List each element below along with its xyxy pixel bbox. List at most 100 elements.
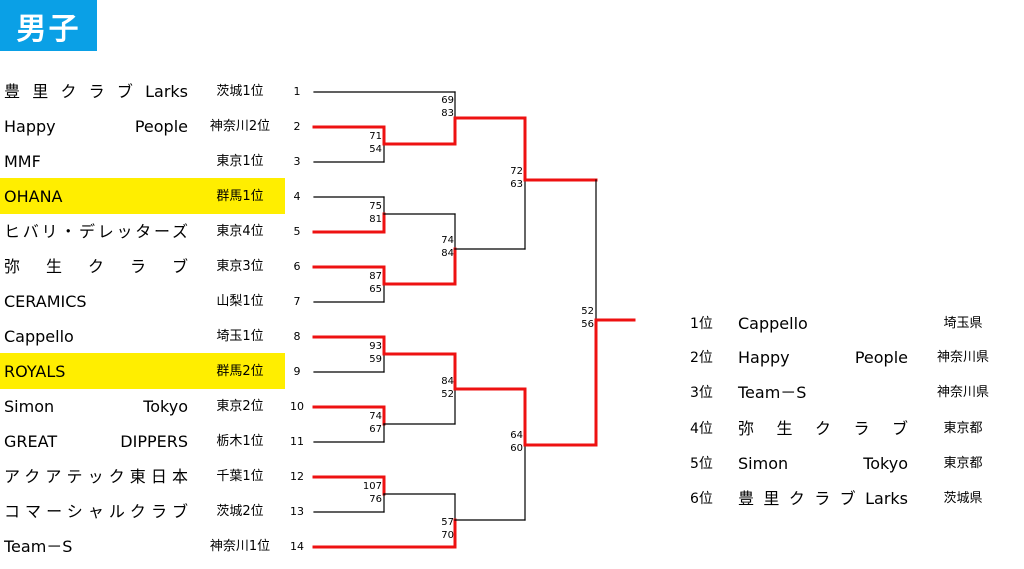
team-prefecture-rank: 東京4位 <box>216 224 264 239</box>
ranking-team-name: Team－S <box>738 383 807 402</box>
match-score-bottom: 65 <box>369 284 382 295</box>
team-prefecture-rank: 東京1位 <box>216 154 264 169</box>
team-seed-number: 11 <box>290 435 304 448</box>
team-prefecture-rank: 埼玉1位 <box>216 329 264 344</box>
match-score-top: 107 <box>362 481 382 492</box>
team-seed-number: 3 <box>293 155 301 168</box>
team-prefecture-rank: 東京3位 <box>216 259 264 274</box>
match-score-top: 64 <box>510 430 523 441</box>
team-seed-number: 13 <box>290 505 304 518</box>
match-score-top: 71 <box>369 131 382 142</box>
team-prefecture-rank: 栃木1位 <box>216 434 264 449</box>
page-title: 男子 <box>0 0 97 51</box>
highlight-band <box>0 178 285 214</box>
team-name: Cappello <box>4 327 74 346</box>
match-score-bottom: 56 <box>581 319 594 330</box>
match-score-top: 57 <box>441 517 454 528</box>
highlight-band <box>0 353 285 389</box>
match-score-top: 84 <box>441 376 454 387</box>
ranking-prefecture: 東京都 <box>943 421 983 436</box>
match-score-bottom: 81 <box>369 214 382 225</box>
match-score-bottom: 70 <box>441 530 454 541</box>
team-prefecture-rank: 山梨1位 <box>216 294 264 309</box>
match-score-top: 75 <box>369 201 382 212</box>
team-name: コマーシャルクラブ <box>4 502 188 521</box>
ranking-team-name: 弥生クラブ <box>738 419 908 438</box>
match-score-bottom: 59 <box>369 354 382 365</box>
ranking-prefecture: 埼玉県 <box>943 316 983 331</box>
match-score-bottom: 54 <box>369 144 382 155</box>
match-score-top: 87 <box>369 271 382 282</box>
team-seed-number: 5 <box>293 225 301 238</box>
team-prefecture-rank: 東京2位 <box>216 399 264 414</box>
team-name: Happy People <box>4 117 188 136</box>
match-score-top: 72 <box>510 166 523 177</box>
team-seed-number: 1 <box>293 85 301 98</box>
team-prefecture-rank: 神奈川2位 <box>209 119 271 134</box>
team-name: CERAMICS <box>4 292 87 311</box>
ranking-position: 6位 <box>690 491 713 507</box>
match-score-bottom: 60 <box>510 443 523 454</box>
team-name: 豊里クラブLarks <box>4 82 188 101</box>
ranking-prefecture: 茨城県 <box>943 491 983 506</box>
team-seed-number: 14 <box>290 540 304 553</box>
team-row: Simon Tokyo 東京2位 10 <box>0 392 314 420</box>
ranking-prefecture: 神奈川県 <box>936 350 989 365</box>
ranking-position: 3位 <box>690 385 713 401</box>
ranking-position: 5位 <box>690 456 713 472</box>
ranking-team-name: Simon Tokyo <box>738 454 908 473</box>
match-score-top: 93 <box>369 341 382 352</box>
team-row: MMF 東京1位 3 <box>0 147 314 175</box>
team-seed-number: 4 <box>293 190 301 203</box>
team-name: GREAT DIPPERS <box>4 432 188 451</box>
team-prefecture-rank: 茨城2位 <box>216 504 264 519</box>
match-score-bottom: 84 <box>441 248 454 259</box>
team-name: アクアテック東日本 <box>4 467 188 486</box>
match-score-top: 74 <box>441 235 454 246</box>
team-row: アクアテック東日本 千葉1位 12 <box>0 462 314 490</box>
ranking-row: 4位 弥生クラブ 東京都 <box>690 416 1010 442</box>
team-name: Simon Tokyo <box>4 397 188 416</box>
ranking-team-name: Cappello <box>738 314 808 333</box>
team-seed-number: 10 <box>290 400 304 413</box>
team-seed-number: 2 <box>293 120 301 133</box>
ranking-row: 1位 Cappello 埼玉県 <box>690 311 1010 337</box>
team-row: ヒバリ・デレッターズ 東京4位 5 <box>0 217 314 245</box>
match-score-top: 69 <box>441 95 454 106</box>
team-name: ヒバリ・デレッターズ <box>4 222 188 241</box>
ranking-position: 1位 <box>690 316 713 332</box>
ranking-team-name: Happy People <box>738 348 908 367</box>
team-seed-number: 9 <box>293 365 301 378</box>
team-seed-number: 12 <box>290 470 304 483</box>
match-score-bottom: 83 <box>441 108 454 119</box>
team-name: ROYALS <box>4 362 66 381</box>
match-score-bottom: 76 <box>369 494 382 505</box>
team-name: OHANA <box>4 187 63 206</box>
ranking-position: 2位 <box>690 350 713 366</box>
team-row: コマーシャルクラブ 茨城2位 13 <box>0 497 314 525</box>
match-score-bottom: 52 <box>441 389 454 400</box>
ranking-row: 2位 Happy People 神奈川県 <box>690 345 1010 371</box>
team-row: Happy People 神奈川2位 2 <box>0 112 314 140</box>
ranking-row: 3位 Team－S 神奈川県 <box>690 380 1010 406</box>
team-seed-number: 7 <box>293 295 301 308</box>
team-name: 弥生クラブ <box>4 257 188 276</box>
team-prefecture-rank: 千葉1位 <box>216 469 264 484</box>
team-name: MMF <box>4 152 41 171</box>
ranking-position: 4位 <box>690 421 713 437</box>
team-name: Team－S <box>4 537 73 556</box>
ranking-prefecture: 神奈川県 <box>936 385 989 400</box>
match-score-bottom: 67 <box>369 424 382 435</box>
match-score-top: 74 <box>369 411 382 422</box>
match-score-bottom: 63 <box>510 179 523 190</box>
team-row: CERAMICS 山梨1位 7 <box>0 287 314 315</box>
